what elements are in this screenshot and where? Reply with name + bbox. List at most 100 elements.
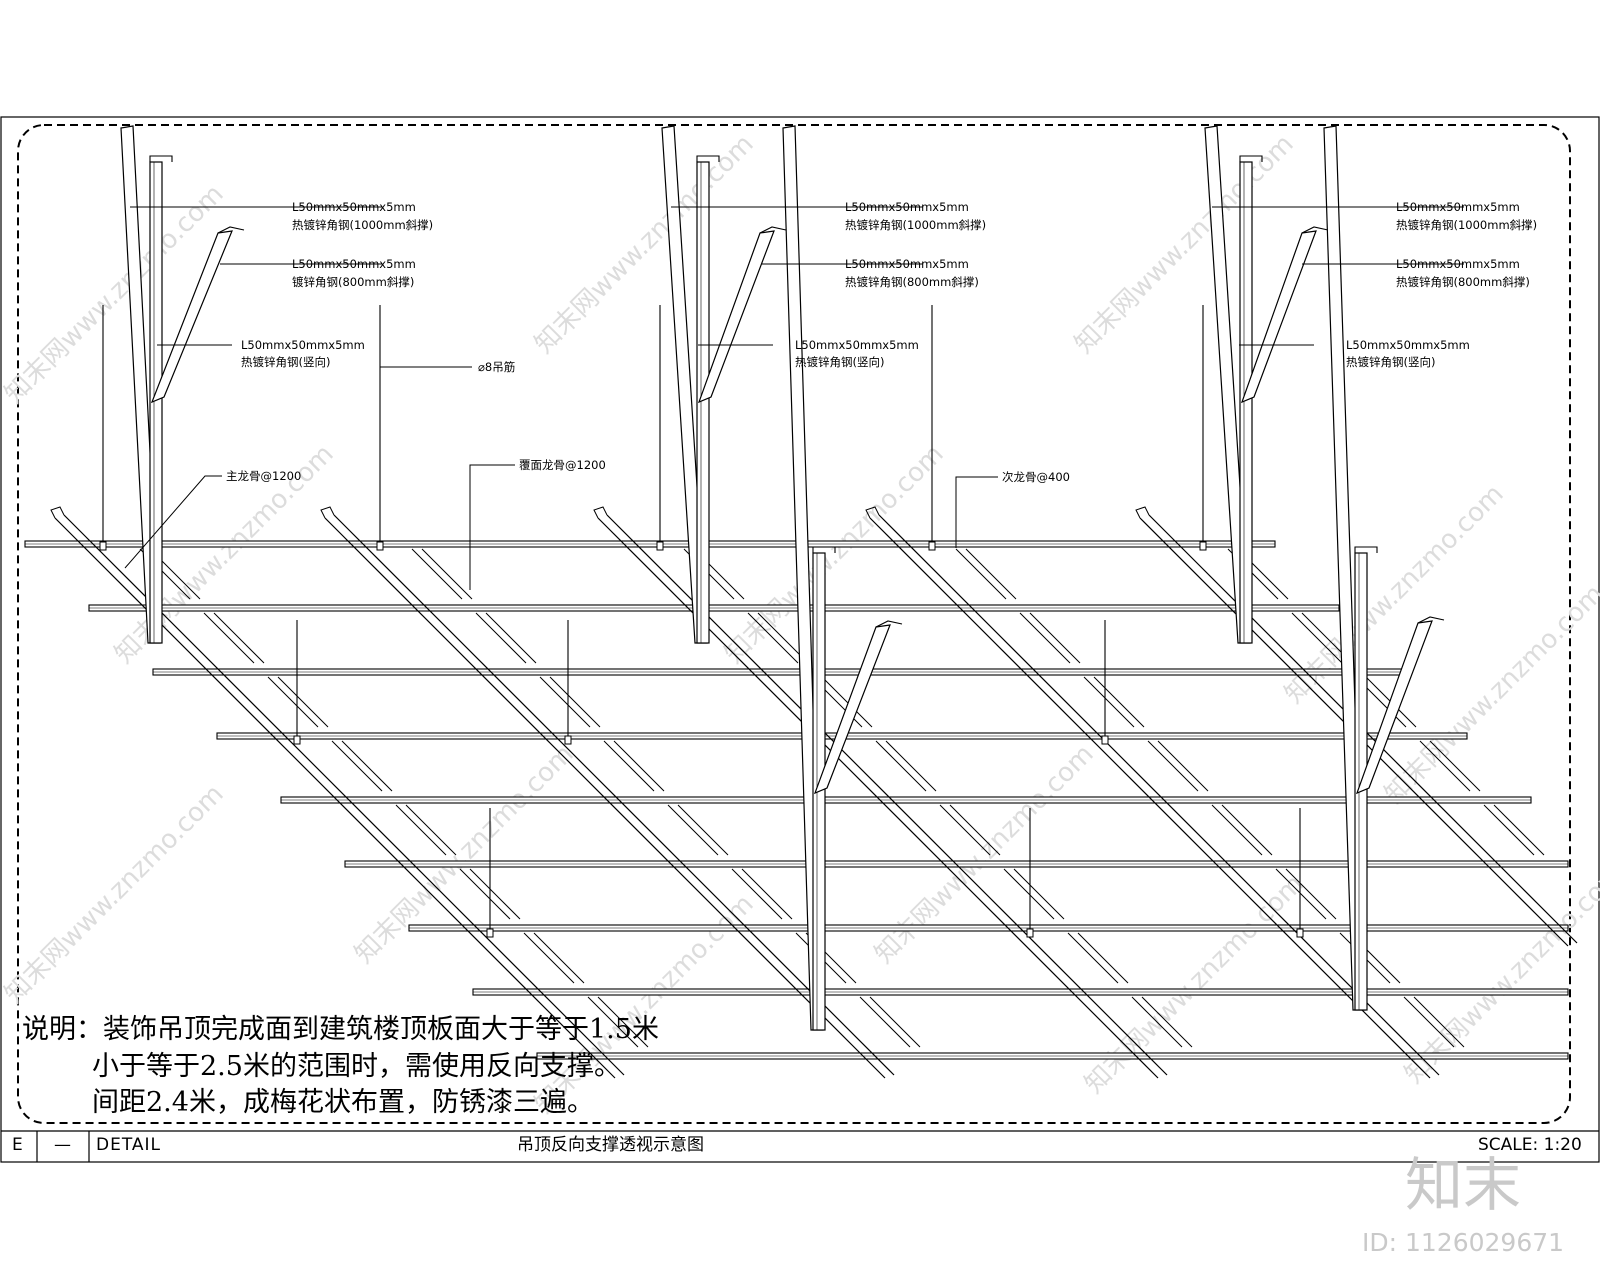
cover-keel bbox=[1275, 868, 1327, 920]
cover-keel bbox=[267, 676, 319, 728]
main-keel-end bbox=[593, 506, 608, 519]
watermark-text: 知末网www.znzmo.com bbox=[0, 779, 230, 1010]
cover-keel-edge bbox=[549, 676, 601, 728]
cover-keel-edge bbox=[1493, 804, 1545, 856]
cover-keel bbox=[523, 932, 575, 984]
cover-keel-edge bbox=[533, 932, 585, 984]
label-800-desc-2: 热镀锌角钢(800mm斜撑) bbox=[845, 275, 979, 289]
label-cover-keel: 覆面龙骨@1200 bbox=[519, 458, 606, 472]
label-800-desc-3: 热镀锌角钢(800mm斜撑) bbox=[1396, 275, 1530, 289]
note-line-2: 小于等于2.5米的范围时，需使用反向支撑。 bbox=[92, 1051, 621, 1082]
cover-keel bbox=[475, 612, 527, 664]
detail-letter: E bbox=[12, 1135, 23, 1155]
hanger-clip bbox=[656, 541, 664, 551]
label-800-size-3: L50mmx50mmx5mm bbox=[1396, 257, 1520, 271]
detail-boundary bbox=[17, 124, 1571, 1124]
hanger-clip bbox=[486, 928, 494, 938]
cover-keel-edge bbox=[869, 996, 921, 1048]
vertical-post bbox=[696, 161, 710, 644]
watermark-text: 知末网www.znzmo.com bbox=[1069, 129, 1300, 360]
watermark-text: 知末网www.znzmo.com bbox=[869, 739, 1100, 970]
inclined-brace-800 bbox=[150, 230, 233, 404]
cover-keel bbox=[1403, 996, 1455, 1048]
cover-keel-edge bbox=[885, 740, 937, 792]
label-vertical-size-3: L50mmx50mmx5mm bbox=[1346, 338, 1470, 352]
label-vertical-desc-3: 热镀锌角钢(竖向) bbox=[1346, 355, 1435, 369]
cover-keel bbox=[955, 548, 1007, 600]
main-keel-edge bbox=[878, 514, 1440, 1076]
cover-keel bbox=[1211, 804, 1263, 856]
cover-keel-edge bbox=[405, 804, 457, 856]
cover-keel-edge bbox=[1285, 868, 1337, 920]
label-vertical-desc-1: 热镀锌角钢(竖向) bbox=[241, 355, 330, 369]
post-cap bbox=[812, 546, 836, 553]
cover-keel-edge bbox=[1429, 740, 1481, 792]
cover-keel bbox=[1067, 932, 1119, 984]
label-main-keel: 主龙骨@1200 bbox=[226, 469, 301, 483]
cover-keel-edge bbox=[1013, 868, 1065, 920]
brace-cap bbox=[1301, 226, 1329, 234]
brace-cap bbox=[1417, 616, 1445, 624]
cover-keel bbox=[747, 612, 799, 664]
cover-keel-edge bbox=[341, 740, 393, 792]
cover-keel bbox=[875, 740, 927, 792]
cover-keel-edge bbox=[1221, 804, 1273, 856]
cover-keel-edge bbox=[1141, 996, 1193, 1048]
main-keel-end bbox=[50, 506, 65, 519]
cover-keel-edge bbox=[1029, 612, 1081, 664]
cover-keel bbox=[203, 612, 255, 664]
cover-keel-edge bbox=[1157, 740, 1209, 792]
label-1000-desc-2: 热镀锌角钢(1000mm斜撑) bbox=[845, 218, 986, 232]
main-keel bbox=[324, 517, 886, 1079]
cover-keel-edge bbox=[821, 676, 873, 728]
label-1000-size-3: L50mmx50mmx5mm bbox=[1396, 200, 1520, 214]
drawing-title: 吊顶反向支撑透视示意图 bbox=[517, 1135, 704, 1155]
vertical-post bbox=[1239, 161, 1253, 644]
main-keel-end bbox=[865, 506, 880, 519]
inclined-brace-800 bbox=[1355, 620, 1433, 795]
cover-keel-edge bbox=[677, 804, 729, 856]
cover-keel bbox=[859, 996, 911, 1048]
label-1000-desc-3: 热镀锌角钢(1000mm斜撑) bbox=[1396, 218, 1537, 232]
detail-caption: DETAIL bbox=[96, 1135, 162, 1155]
label-1000-size-1: L50mmx50mmx5mm bbox=[292, 200, 416, 214]
hanger-clip bbox=[376, 541, 384, 551]
cover-keel bbox=[1019, 612, 1071, 664]
reverse-bracing bbox=[120, 125, 1445, 1031]
label-800-size-2: L50mmx50mmx5mm bbox=[845, 257, 969, 271]
main-keel-edge bbox=[333, 514, 895, 1076]
detail-dash: — bbox=[54, 1135, 71, 1155]
cover-keel-edge bbox=[965, 548, 1017, 600]
cover-keel-edge bbox=[213, 612, 265, 664]
label-secondary-keel: 次龙骨@400 bbox=[1002, 470, 1070, 484]
inclined-brace-800 bbox=[813, 624, 891, 795]
cover-keel bbox=[603, 740, 655, 792]
cover-keel bbox=[1131, 996, 1183, 1048]
cover-keel-edge bbox=[469, 868, 521, 920]
note-line-1: 说明：装饰吊顶完成面到建筑楼顶板面大于等于1.5米 bbox=[22, 1014, 659, 1045]
post-cap bbox=[149, 155, 173, 162]
watermark-text: 知末网www.znzmo.com bbox=[529, 129, 760, 360]
inclined-brace-800 bbox=[697, 230, 775, 404]
vertical-post bbox=[149, 161, 163, 644]
main-keel bbox=[597, 517, 1159, 1079]
main-keel-end bbox=[320, 506, 335, 519]
cover-keel-edge bbox=[613, 740, 665, 792]
cover-keel-edge bbox=[741, 868, 793, 920]
hanger-clip bbox=[564, 735, 572, 745]
brace-cap bbox=[217, 226, 245, 234]
cover-keel bbox=[939, 804, 991, 856]
brand-id: ID: 1126029671 bbox=[1362, 1228, 1565, 1257]
cover-keel bbox=[1083, 676, 1135, 728]
watermark-text: 知末网www.znzmo.com bbox=[1379, 579, 1600, 810]
leader-secondary-keel bbox=[955, 476, 998, 548]
cover-keel bbox=[459, 868, 511, 920]
watermark-text: 知末网www.znzmo.com bbox=[1079, 869, 1310, 1100]
cover-keel bbox=[331, 740, 383, 792]
cover-keel bbox=[667, 804, 719, 856]
main-keel bbox=[869, 517, 1431, 1079]
post-cap bbox=[1239, 155, 1263, 162]
label-800-size-1: L50mmx50mmx5mm bbox=[292, 257, 416, 271]
hanger-clip bbox=[1199, 541, 1207, 551]
hanger-clip bbox=[1296, 928, 1304, 938]
